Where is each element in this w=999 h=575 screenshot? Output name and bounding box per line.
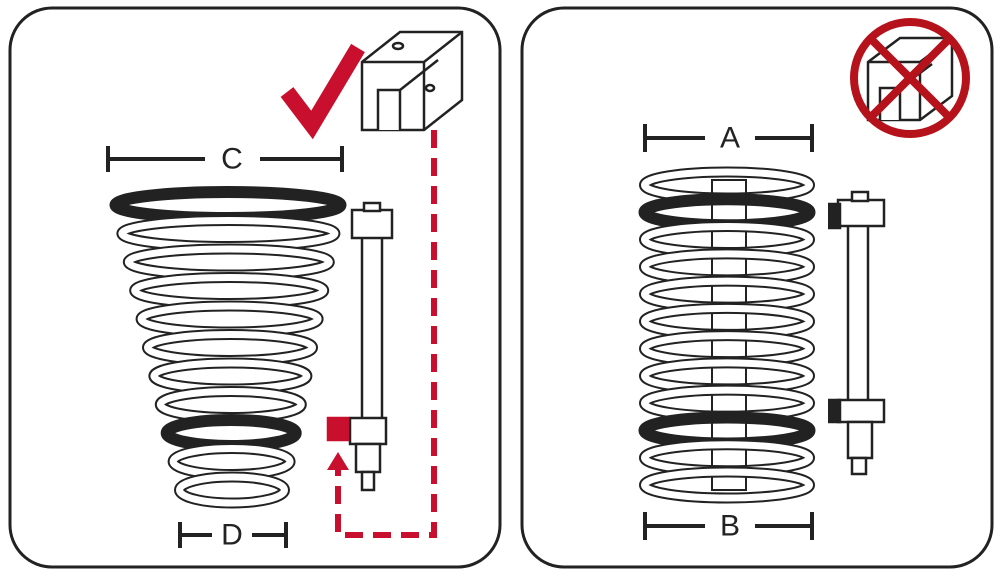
dimension-d: [178, 522, 288, 548]
adapter-block-icon: [360, 30, 464, 132]
dimension-c: [106, 146, 344, 172]
arrow-up-icon: [327, 452, 349, 470]
conical-spring: [109, 186, 347, 509]
right-panel-incorrect-usage: A B: [520, 6, 994, 569]
dimension-d-label: D: [221, 519, 243, 552]
spring-coil: [641, 468, 813, 502]
dimension-c-label: C: [221, 143, 243, 176]
dimension-a-label: A: [720, 122, 740, 155]
dimension-b-label: B: [720, 510, 740, 543]
left-panel-correct-usage: C D: [8, 6, 502, 569]
check-icon: [280, 43, 365, 140]
cylindrical-spring: [638, 166, 816, 504]
spring-compressor-tool: [326, 201, 394, 492]
spring-coil: [176, 473, 288, 507]
dimension-b: [643, 512, 814, 540]
dashed-guide-line: [335, 130, 437, 538]
prohibited-adapter-icon: [850, 18, 970, 138]
dimension-a: [643, 124, 814, 152]
spring-compressor-tool-right: [828, 190, 886, 476]
